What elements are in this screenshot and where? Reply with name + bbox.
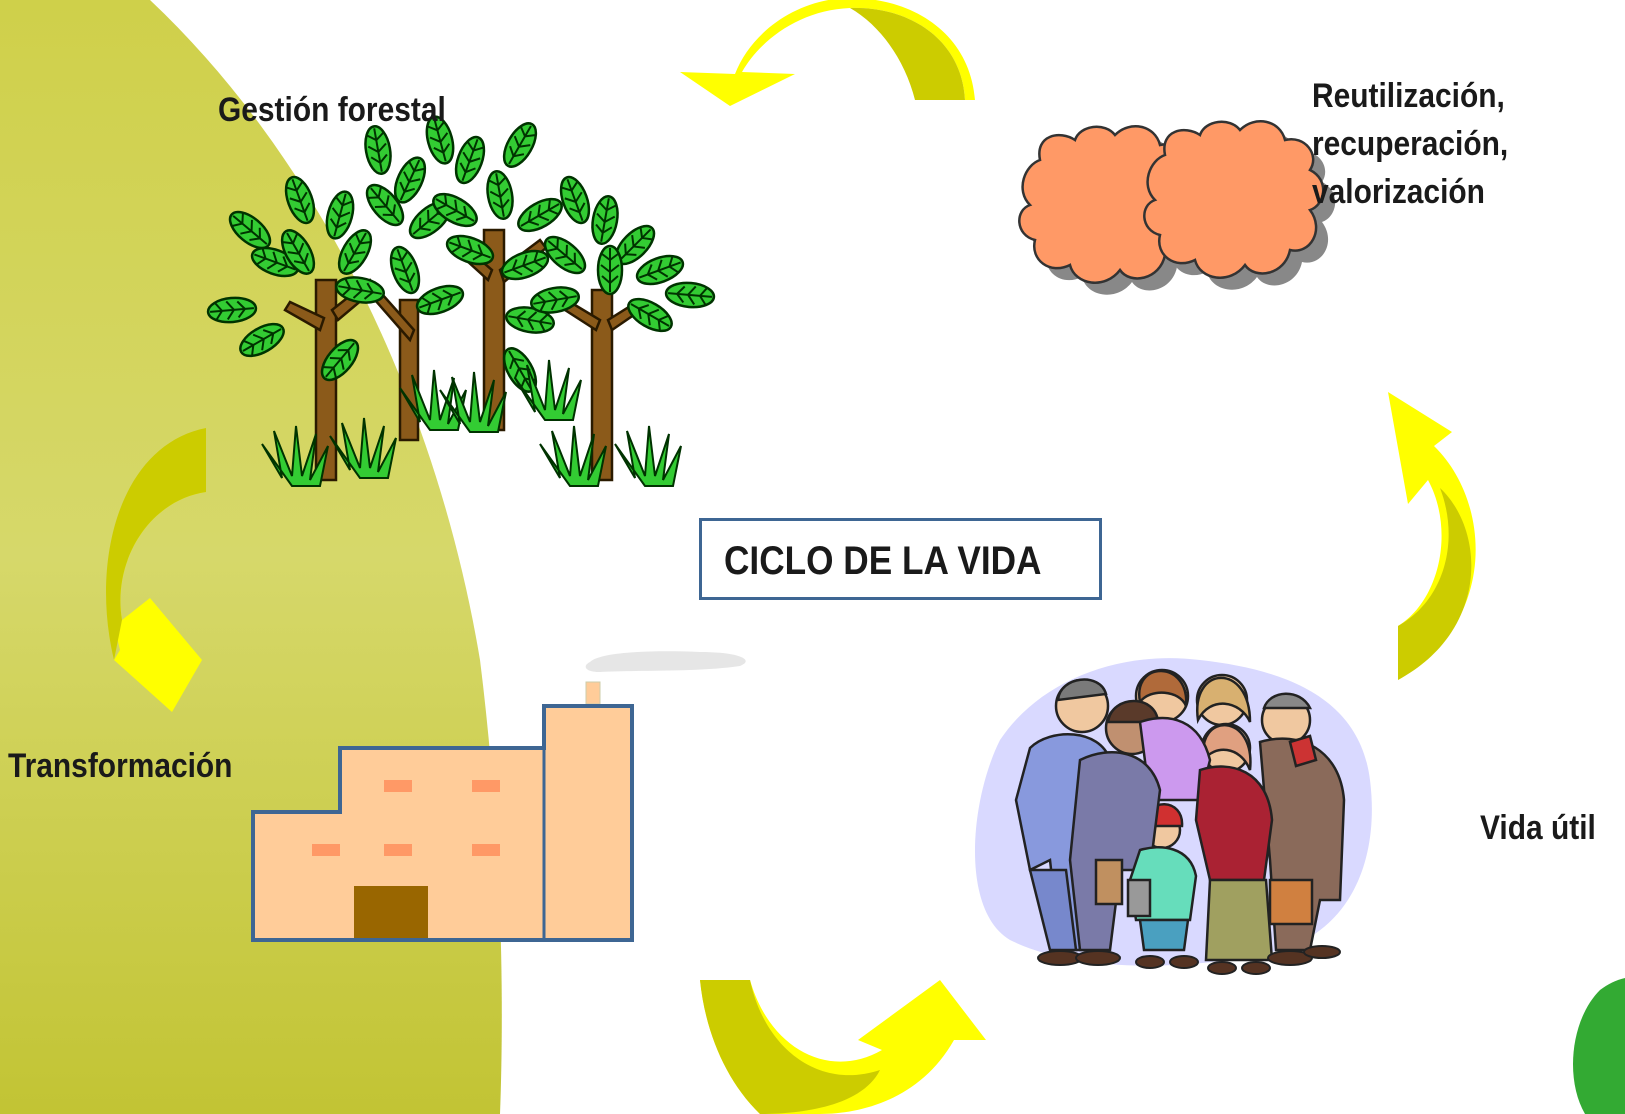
cloud-icon — [1018, 120, 1336, 295]
factory-icon — [251, 651, 746, 942]
stage-label-reuse-line-1: Reutilización, — [1312, 77, 1505, 115]
people-group-icon — [975, 658, 1372, 975]
stage-label-reuse: Reutilización, recuperación, valorizació… — [1312, 72, 1508, 216]
curved-arrow-left — [106, 428, 206, 712]
background-shape — [0, 0, 502, 1114]
forest-icon — [205, 112, 717, 487]
stage-label-forest-management: Gestión forestal — [218, 91, 446, 129]
curved-arrow-bottom — [700, 980, 986, 1114]
center-title-box: CICLO DE LA VIDA — [699, 518, 1102, 600]
center-title: CICLO DE LA VIDA — [724, 539, 1042, 583]
curved-arrow-right — [1388, 392, 1476, 680]
stage-label-useful-life: Vida útil — [1480, 809, 1596, 847]
logo-fragment — [1573, 978, 1625, 1114]
stage-label-reuse-line-3: valorización — [1312, 173, 1485, 211]
stage-label-transformation: Transformación — [8, 747, 233, 785]
curved-arrow-top — [680, 0, 975, 106]
stage-label-reuse-line-2: recuperación, — [1312, 125, 1509, 163]
